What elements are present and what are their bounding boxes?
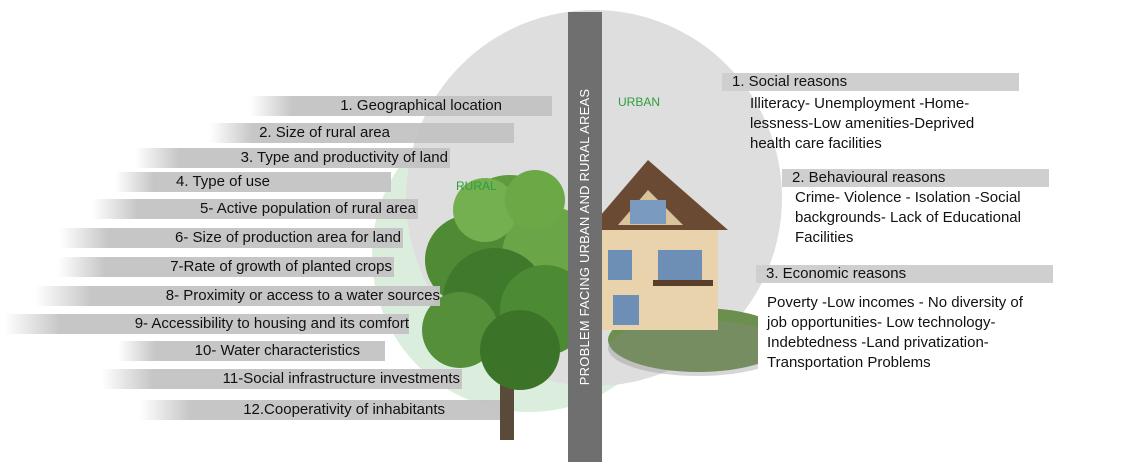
rural-factor-item: 8- Proximity or access to a water source… bbox=[35, 286, 440, 306]
urban-reason-title: 2. Behavioural reasons bbox=[782, 169, 1049, 187]
rural-factor-item: 2. Size of rural area bbox=[210, 123, 514, 143]
urban-reason-title: 1. Social reasons bbox=[722, 73, 1019, 91]
urban-reason-body: Crime- Violence - Isolation -Social back… bbox=[795, 189, 1021, 246]
divider-title: PROBLEM FACING URBAN AND RURAL AREAS bbox=[577, 88, 592, 386]
urban-reason-title: 3. Economic reasons bbox=[756, 265, 1053, 283]
urban-reason-body: Poverty -Low incomes - No diversity of j… bbox=[767, 294, 1023, 371]
rural-factor-item: 11-Social infrastructure investments bbox=[102, 369, 462, 389]
rural-factor-item: 12.Cooperativity of inhabitants bbox=[140, 400, 500, 420]
urban-reason-body: Illiteracy- Unemployment -Home- lessness… bbox=[750, 95, 975, 152]
house-illustration bbox=[588, 160, 758, 376]
rural-factor-item: 10- Water characteristics bbox=[118, 341, 385, 361]
rural-factor-item: 9- Accessibility to housing and its comf… bbox=[4, 314, 409, 334]
rural-label: RURAL bbox=[456, 179, 497, 193]
divider-bar bbox=[568, 12, 602, 462]
rural-factor-item: 3. Type and productivity of land bbox=[135, 148, 450, 168]
rural-factor-item: 5- Active population of rural area bbox=[92, 199, 418, 219]
rural-factor-item: 7-Rate of growth of planted crops bbox=[58, 257, 394, 277]
rural-factor-item: 4. Type of use bbox=[115, 172, 391, 192]
rural-factor-item: 6- Size of production area for land bbox=[60, 228, 403, 248]
urban-label: URBAN bbox=[618, 95, 661, 109]
rural-factor-item: 1. Geographical location bbox=[250, 96, 552, 116]
